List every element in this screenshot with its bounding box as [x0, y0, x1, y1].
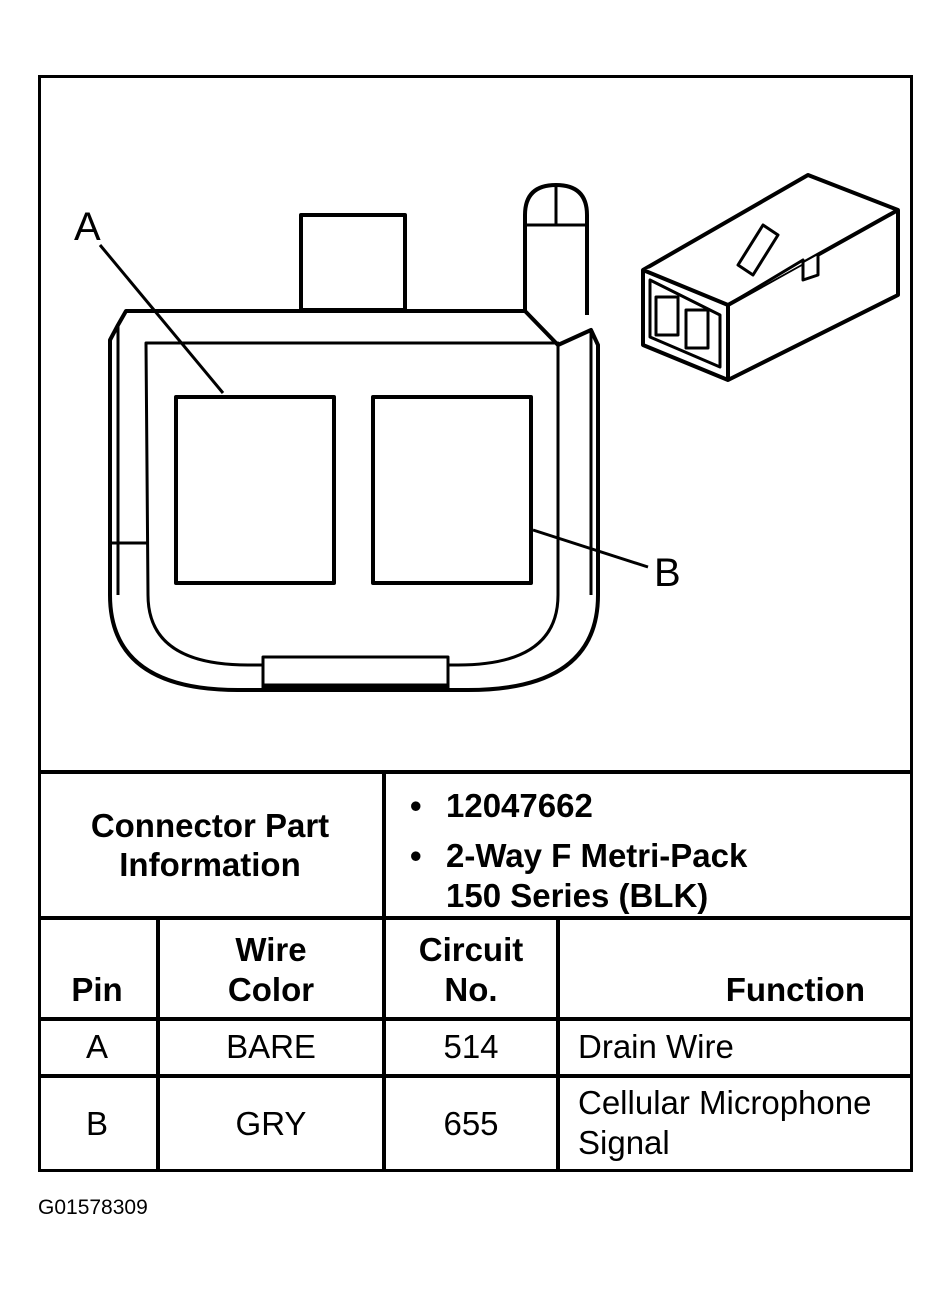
connector-info-details: • 12047662 • 2-Way F Metri-Pack 150 Seri…	[386, 774, 913, 916]
connector-type-item: • 2-Way F Metri-Pack 150 Series (BLK)	[410, 837, 748, 914]
connector-info-heading-line2: Information	[119, 846, 301, 883]
connector-info-heading: Connector Part Information	[38, 774, 386, 916]
leader-line-a	[98, 244, 225, 394]
table-header-row	[38, 920, 913, 1021]
part-number: 12047662	[446, 787, 593, 824]
connector-isometric-view	[641, 173, 900, 382]
connector-type-line1: 2-Way F Metri-Pack	[446, 837, 748, 874]
pin-table: Pin Wire Color Circuit No. Function A BA…	[38, 920, 913, 1172]
connector-drawing: A B	[38, 75, 913, 772]
cavity-b	[371, 395, 533, 585]
row-b-pin: B	[85, 1105, 108, 1142]
table-row	[38, 1021, 913, 1078]
header-wire-color: Wire Color	[227, 931, 315, 1008]
connector-face-illustration	[98, 173, 900, 692]
header-function: Function	[725, 971, 865, 1008]
part-number-item: • 12047662	[410, 787, 593, 824]
row-b-wire-color: GRY	[235, 1105, 307, 1142]
connector-part-info: Connector Part Information • 12047662 • …	[38, 770, 913, 920]
connector-top-tab	[299, 213, 407, 312]
row-a-pin: A	[85, 1028, 108, 1065]
leader-line-b	[532, 528, 649, 569]
connector-info-heading-line1: Connector Part	[90, 807, 330, 844]
connector-type-line2: 150 Series (BLK)	[446, 877, 709, 914]
header-pin: Pin	[71, 971, 123, 1008]
figure-frame	[38, 75, 913, 1172]
row-a-wire-color: BARE	[226, 1028, 316, 1065]
pin-a-callout: A	[74, 205, 101, 249]
figure-id: G01578309	[38, 1196, 148, 1219]
row-a-circuit: 514	[443, 1028, 499, 1065]
header-circuit-no: Circuit No.	[418, 931, 524, 1008]
cavity-a	[174, 395, 336, 585]
row-b-circuit: 655	[443, 1105, 499, 1142]
row-a-function: Drain Wire	[578, 1028, 734, 1065]
row-b-function: Cellular Microphone Signal	[578, 1084, 872, 1161]
pin-b-callout: B	[654, 551, 681, 595]
connector-body-inner	[144, 341, 560, 667]
